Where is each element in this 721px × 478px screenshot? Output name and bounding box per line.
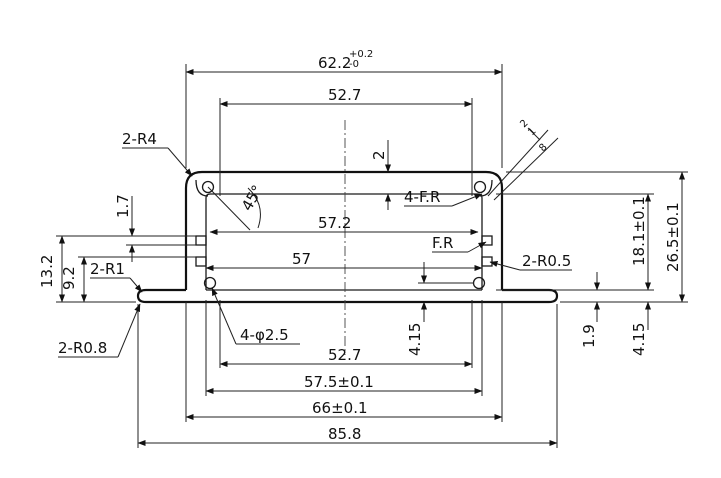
- dim-left-lower: 9.2: [60, 256, 196, 303]
- dim-right-total: 26.5±0.1: [506, 171, 688, 303]
- tolerance-lower: -0: [349, 59, 359, 70]
- callout-holes-label: 4-φ2.5: [240, 326, 289, 344]
- dim-inner-width: 57: [205, 250, 483, 271]
- callout-fr-mid: F.R: [432, 234, 487, 253]
- dim-flange-thickness-label: 1.9: [580, 324, 598, 348]
- callout-radius-r1-label: 2-R1: [90, 260, 125, 278]
- dim-bottom-outer: 57.5±0.1: [205, 300, 483, 396]
- tolerance-upper: +0.2: [349, 49, 373, 60]
- dim-center-height-label: 4.15: [406, 323, 424, 356]
- dim-left-total-label: 13.2: [38, 255, 56, 288]
- dim-overall-top-label: 62.2: [318, 54, 351, 72]
- callout-fr-top: 4-F.R: [404, 188, 483, 207]
- dim-left-small: 1.7: [114, 194, 196, 262]
- dim-top-notch-label: 2: [370, 150, 388, 160]
- callout-radius-top: 2-R4: [122, 130, 193, 177]
- callout-radius-r08: 2-R0.8: [58, 303, 141, 358]
- dim-bottom-outer-label: 57.5±0.1: [304, 373, 374, 391]
- notch-detail: 2 1 8: [487, 118, 559, 201]
- dim-top-notch: 2: [370, 140, 391, 210]
- angle-45: 45°: [207, 182, 267, 231]
- dim-right-inner-label: 18.1±0.1: [630, 196, 648, 266]
- callout-holes: 4-φ2.5: [211, 287, 300, 345]
- dim-outer-width: 66±0.1: [185, 302, 503, 422]
- dim-right-total-label: 26.5±0.1: [664, 202, 682, 272]
- dim-inner-width-label: 57: [292, 250, 311, 268]
- dim-slot-width-label: 57.2: [318, 214, 351, 232]
- callout-fr-top-label: 4-F.R: [404, 188, 440, 206]
- callout-radius-r05-label: 2-R0.5: [522, 252, 571, 270]
- dim-right-small: 4.15: [630, 301, 651, 356]
- dim-left-small-label: 1.7: [114, 194, 132, 218]
- dim-bottom-inner-label: 52.7: [328, 346, 361, 364]
- callout-radius-r08-label: 2-R0.8: [58, 339, 107, 357]
- dim-inner-top: 52.7: [219, 86, 473, 196]
- dim-center-height: 4.15: [406, 262, 474, 356]
- dim-outer-width-label: 66±0.1: [312, 399, 368, 417]
- dim-flange-thickness: 1.9: [560, 272, 604, 348]
- enclosure-profile: [136, 170, 559, 304]
- callout-fr-mid-label: F.R: [432, 234, 453, 252]
- callout-radius-top-label: 2-R4: [122, 130, 157, 148]
- dim-left-lower-label: 9.2: [60, 266, 78, 290]
- dim-flange-width: 85.8: [137, 304, 558, 448]
- notch-c-label: 8: [537, 142, 549, 154]
- angle-45-label: 45°: [238, 182, 267, 214]
- dim-right-small-label: 4.15: [630, 323, 648, 356]
- dim-inner-top-label: 52.7: [328, 86, 361, 104]
- callout-radius-r1: 2-R1: [90, 260, 143, 293]
- callout-radius-r05: 2-R0.5: [489, 252, 572, 271]
- dim-flange-width-label: 85.8: [328, 425, 361, 443]
- dim-bottom-inner: 52.7: [219, 300, 473, 368]
- dim-slot-width: 57.2: [209, 214, 479, 235]
- dim-right-inner: 18.1±0.1: [496, 193, 654, 291]
- dim-overall-top: 62.2 +0.2 -0: [185, 49, 503, 168]
- dim-left-total: 13.2: [38, 235, 196, 303]
